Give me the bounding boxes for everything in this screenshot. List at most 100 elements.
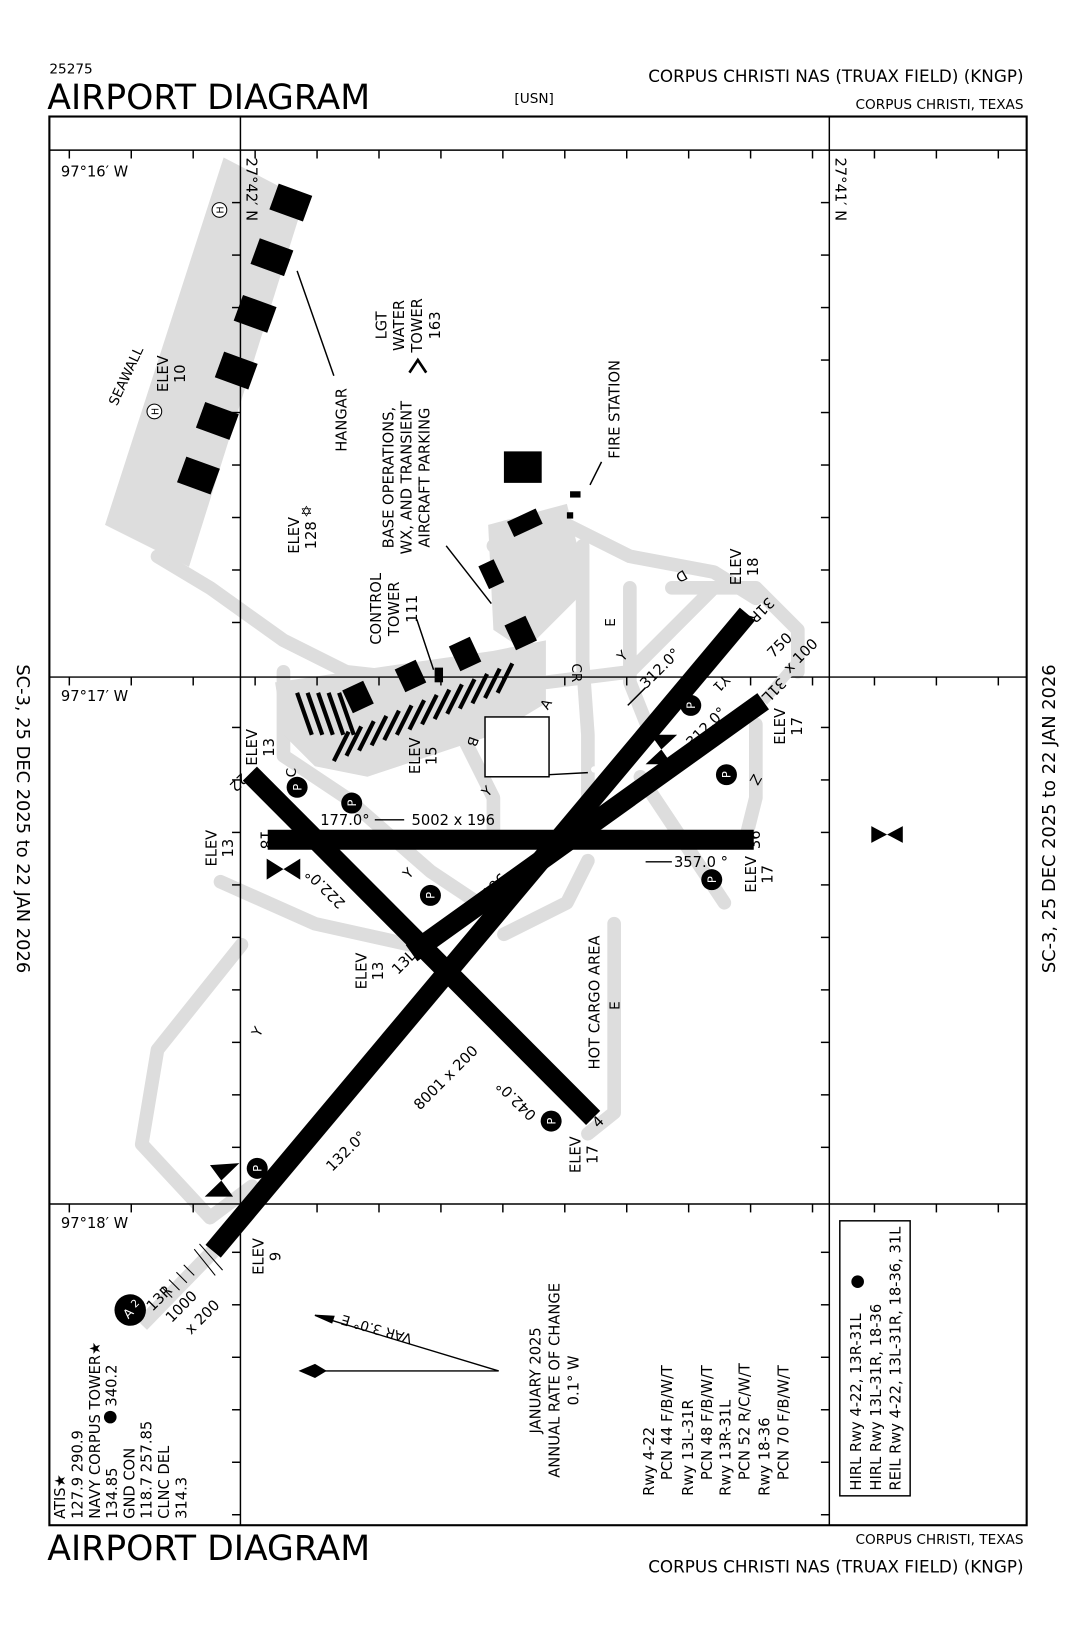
elev-36-label: ELEV [743,856,760,893]
taxiway-y1: Y1 [709,671,733,695]
page-title: AIRPORT DIAGRAM [47,78,370,118]
taxiway-cr: CR [568,663,584,683]
elev-4-label: ELEV [568,1136,585,1173]
effective-dates-right: SC-3, 25 DEC 2025 to 22 JAN 2026 [1039,664,1060,973]
seawall-label: SEAWALL [106,344,147,408]
overrun-31l [759,657,802,705]
longitude-97-18: 97°18′ W [61,1215,129,1232]
parking-icon: P [680,694,702,716]
base-operations-label: BASE OPERATIONS, [381,407,398,548]
runway-13l-31l [405,693,769,962]
latitude-27-41: 27°41′ N [832,157,849,221]
airport-name: CORPUS CHRISTI NAS (TRUAX FIELD) (KNGP) [648,66,1023,86]
svg-text:✡: ✡ [300,503,312,520]
pcn-line: Rwy 13R-31L [718,1399,735,1496]
pcn-line: PCN 52 R/C/W/T [737,1362,754,1480]
elev-128-label: 128 [303,521,320,549]
frequency-clnc: 314.3 [173,1477,190,1519]
hot-cargo-label: HOT CARGO AREA [586,935,603,1069]
footer-airport-name: CORPUS CHRISTI NAS (TRUAX FIELD) (KNGP) [648,1556,1023,1576]
parking-letter: P [290,784,304,791]
parking-icon: P [419,884,441,906]
footer-title: AIRPORT DIAGRAM [47,1529,370,1569]
parking-icon: P [246,1157,268,1179]
lighting-box [839,1220,911,1497]
parking-icon: P [341,792,363,814]
parking-letter: P [684,702,698,709]
elev-15-label: 15 [424,746,441,765]
water-tower-label: TOWER [409,298,426,354]
elev-31l-label: 17 [789,717,806,736]
frequency-tower-a: 134.85 [104,1468,121,1519]
taxiway-network [134,518,805,1225]
elev-31r-label: 18 [745,557,762,576]
runway-end-18: 18 [256,830,273,849]
pcn-line: PCN 48 F/B/W/T [699,1364,716,1480]
fire-station-label: FIRE STATION [606,360,623,459]
runway-end-36: 36 [747,830,764,849]
parking-icon: P [286,776,308,798]
elev-128-label: ELEV [286,517,303,554]
control-tower-label: 111 [404,595,421,623]
heliport-letter: H [216,206,227,213]
heliport-letter: H [151,408,162,415]
parking-icon: P [701,869,723,891]
elev-10-label: ELEV [155,355,172,392]
taxiway-c: C [284,768,300,778]
taxiway-e-2: E [607,1001,623,1010]
heading-132-b: 132.0° [323,1128,370,1175]
frequency-atis: 127.9 290.9 [69,1430,86,1519]
taxiway-e: E [603,618,619,627]
grid-lines [49,116,1027,1526]
lighting-line: HIRL Rwy 13L-31R, 18-36 [868,1304,885,1491]
latitude-27-42: 27°42′ N [243,157,260,221]
elev-31l-label: ELEV [772,708,789,745]
dimension-18-36: 5002 x 196 [412,812,495,829]
lighting-icon [851,1275,864,1288]
diagram-frame [48,115,1028,1527]
water-tower-label: WATER [391,300,408,351]
parking-letter: P [424,892,438,899]
elev-31r-label: ELEV [728,548,745,585]
frequency-tower-b: 340.2 [104,1365,121,1407]
magnetic-variation-arrows [298,1314,499,1378]
effective-dates-left: SC-3, 25 DEC 2025 to 22 JAN 2026 [12,664,33,973]
elev-13r-label: 9 [267,1252,284,1261]
elev-13r-label: ELEV [251,1238,268,1275]
parking-letter: P [705,876,719,883]
chart-number: 25275 [49,61,92,77]
elev-36-label: 17 [760,865,777,884]
elev-15-label: ELEV [407,737,424,774]
runway-4-22 [242,766,601,1125]
approach-light-system-icon: A 2 [114,1294,146,1326]
frequency-gnd: 118.7 257.85 [139,1421,156,1519]
pcn-line: PCN 44 F/B/W/T [659,1364,676,1480]
lighting-line: HIRL Rwy 4-22, 13R-31L [848,1313,865,1491]
longitude-97-17: 97°17′ W [61,688,129,705]
frequency-gnd-label: GND CON [121,1448,138,1519]
lighting-line: REIL Rwy 4-22, 13L-31R, 18-36, 31L [888,1226,905,1491]
dimension-4-22: 5001 x 196 [486,1012,557,1083]
elev-4-label: 17 [584,1145,601,1164]
control-tower-label: CONTROL [368,572,385,645]
runway-end-22: 22 [226,769,251,794]
elev-18-label: 13 [220,839,237,858]
taxiway-a: A [537,696,556,713]
operator-label: [USN] [514,91,553,107]
longitude-97-16: 97°16′ W [61,163,129,180]
city-state: CORPUS CHRISTI, TEXAS [856,97,1024,113]
elev-22-label: ELEV [244,729,261,766]
frequency-atis-label: ATIS★ [52,1474,69,1519]
field-elevation-point [591,766,598,773]
elev-13l-label: ELEV [353,953,370,990]
parking-letter: P [345,800,359,807]
arrow-312-a [627,687,647,706]
heading-357: 357.0 ° [674,854,728,871]
runway-13r-31r [205,607,756,1258]
taxiway-y-3: Y [399,865,417,883]
footer-city-state: CORPUS CHRISTI, TEXAS [856,1532,1024,1548]
field-elevation-box [484,716,550,778]
